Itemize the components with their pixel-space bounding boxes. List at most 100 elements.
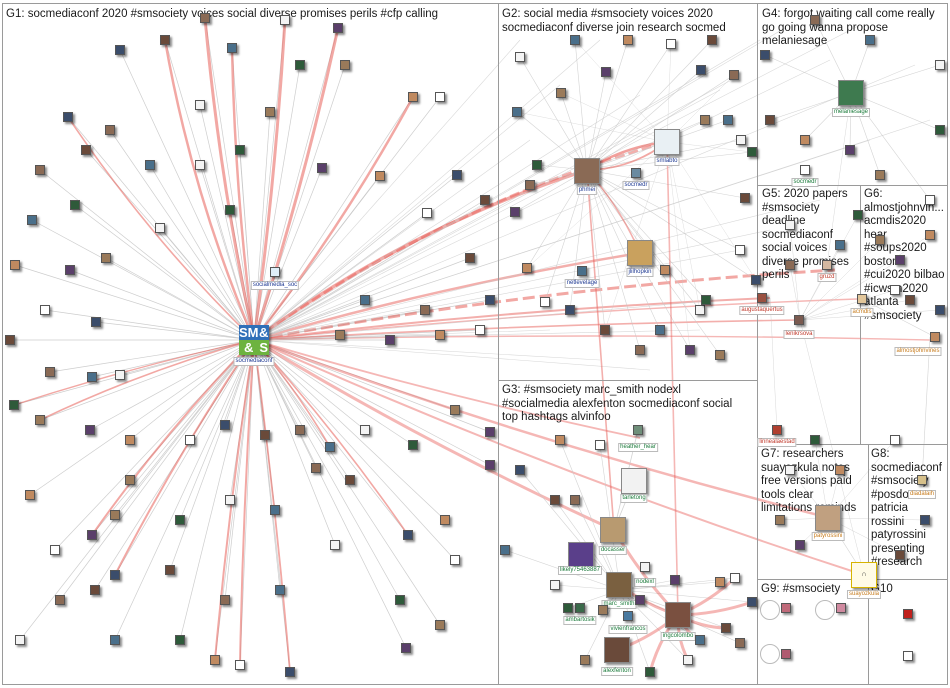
node-heather-hear[interactable] — [633, 425, 643, 435]
avatar-node[interactable] — [721, 623, 731, 633]
avatar-node[interactable] — [35, 165, 45, 175]
avatar-node[interactable] — [696, 65, 706, 75]
avatar-node[interactable] — [775, 515, 785, 525]
node-jlilhopkin[interactable] — [627, 240, 653, 266]
avatar-node[interactable] — [740, 193, 750, 203]
avatar-node[interactable] — [35, 415, 45, 425]
avatar-node[interactable] — [925, 230, 935, 240]
avatar-node[interactable] — [570, 35, 580, 45]
avatar-node[interactable] — [565, 305, 575, 315]
avatar-node[interactable] — [115, 45, 125, 55]
avatar-node[interactable] — [532, 160, 542, 170]
avatar-node[interactable] — [10, 260, 20, 270]
avatar-node[interactable] — [595, 440, 605, 450]
avatar-node[interactable] — [330, 540, 340, 550]
avatar-node[interactable] — [550, 580, 560, 590]
avatar-node[interactable] — [63, 112, 73, 122]
avatar-node[interactable] — [600, 325, 610, 335]
avatar-node[interactable] — [905, 295, 915, 305]
avatar-node[interactable] — [160, 35, 170, 45]
avatar-node[interactable] — [920, 515, 930, 525]
avatar-node[interactable] — [90, 585, 100, 595]
avatar-node[interactable] — [598, 605, 608, 615]
avatar-node[interactable] — [512, 107, 522, 117]
avatar-node[interactable] — [835, 465, 845, 475]
avatar-node[interactable] — [563, 603, 573, 613]
avatar-node[interactable] — [465, 253, 475, 263]
node-g9-a[interactable] — [781, 603, 791, 613]
avatar-node[interactable] — [747, 147, 757, 157]
avatar-node[interactable] — [210, 655, 220, 665]
avatar-node[interactable] — [875, 170, 885, 180]
avatar-node[interactable] — [810, 15, 820, 25]
avatar-node[interactable] — [87, 530, 97, 540]
avatar-node[interactable] — [865, 35, 875, 45]
avatar-node[interactable] — [395, 595, 405, 605]
avatar-node[interactable] — [260, 430, 270, 440]
node-augustaquertus[interactable] — [757, 293, 767, 303]
avatar-node[interactable] — [225, 495, 235, 505]
avatar-node[interactable] — [408, 92, 418, 102]
avatar-node[interactable] — [785, 220, 795, 230]
avatar-node[interactable] — [452, 170, 462, 180]
avatar-node[interactable] — [25, 490, 35, 500]
node-diadalaih[interactable] — [917, 475, 927, 485]
avatar-node[interactable] — [540, 297, 550, 307]
avatar-node[interactable] — [556, 88, 566, 98]
avatar-node[interactable] — [760, 50, 770, 60]
node-linnealaestad[interactable] — [772, 425, 782, 435]
avatar-node[interactable] — [325, 442, 335, 452]
node-acmdis[interactable] — [857, 294, 867, 304]
avatar-node[interactable] — [623, 35, 633, 45]
avatar-node[interactable] — [890, 285, 900, 295]
avatar-node[interactable] — [751, 275, 761, 285]
avatar-node[interactable] — [311, 463, 321, 473]
node-phmei[interactable] — [574, 158, 600, 184]
avatar-node[interactable] — [401, 643, 411, 653]
node-patyrossini[interactable] — [815, 505, 841, 531]
avatar-node[interactable] — [125, 435, 135, 445]
avatar-node[interactable] — [747, 597, 757, 607]
avatar-node[interactable] — [810, 435, 820, 445]
avatar-node[interactable] — [360, 425, 370, 435]
avatar-node[interactable] — [550, 495, 560, 505]
avatar-node[interactable] — [635, 595, 645, 605]
avatar-node[interactable] — [475, 325, 485, 335]
avatar-node[interactable] — [235, 660, 245, 670]
avatar-node[interactable] — [87, 372, 97, 382]
avatar-node[interactable] — [935, 305, 945, 315]
avatar-node[interactable] — [485, 427, 495, 437]
avatar-node[interactable] — [525, 180, 535, 190]
avatar-node[interactable] — [165, 565, 175, 575]
avatar-node[interactable] — [155, 223, 165, 233]
avatar-node[interactable] — [435, 92, 445, 102]
avatar-node[interactable] — [522, 263, 532, 273]
avatar-node[interactable] — [175, 635, 185, 645]
node-g9-c[interactable] — [781, 649, 791, 659]
node-tarletong[interactable] — [621, 468, 647, 494]
avatar-node[interactable] — [333, 23, 343, 33]
node-socmedr[interactable] — [631, 168, 641, 178]
avatar-node[interactable] — [735, 638, 745, 648]
node-ingcolombo[interactable] — [665, 602, 691, 628]
avatar-node[interactable] — [895, 255, 905, 265]
node-marc-smith[interactable] — [606, 572, 632, 598]
node-melaniesage[interactable] — [838, 80, 864, 106]
avatar-node[interactable] — [730, 573, 740, 583]
avatar-node[interactable] — [55, 595, 65, 605]
avatar-node[interactable] — [835, 240, 845, 250]
node-gruzd[interactable] — [822, 260, 832, 270]
avatar-node[interactable] — [845, 145, 855, 155]
avatar-node[interactable] — [295, 425, 305, 435]
avatar-node[interactable] — [220, 420, 230, 430]
avatar-node[interactable] — [227, 43, 237, 53]
avatar-node[interactable] — [555, 435, 565, 445]
node-nodexl[interactable] — [640, 562, 650, 572]
avatar-node[interactable] — [510, 207, 520, 217]
avatar-node[interactable] — [265, 107, 275, 117]
avatar-node[interactable] — [105, 125, 115, 135]
avatar-node[interactable] — [360, 295, 370, 305]
avatar-node[interactable] — [110, 635, 120, 645]
node-vivienfrancos[interactable] — [623, 611, 633, 621]
avatar-node[interactable] — [115, 370, 125, 380]
